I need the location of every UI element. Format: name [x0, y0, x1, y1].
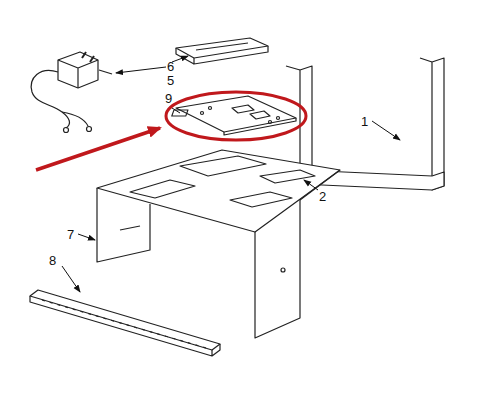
highlight-arrow	[36, 128, 160, 170]
callout-number: 7	[66, 228, 75, 241]
callout-number: 5	[166, 74, 175, 87]
trim-bar	[30, 290, 220, 356]
callout-number: 8	[48, 254, 57, 267]
top-rail	[176, 38, 268, 64]
highlight-ellipse	[166, 92, 306, 140]
callout-number: 1	[360, 115, 369, 128]
leader-lines	[62, 56, 400, 292]
power-cord	[31, 52, 112, 133]
cabinet-shell	[97, 150, 340, 338]
callout-number: 9	[164, 92, 173, 105]
vent-plate	[172, 96, 296, 135]
callout-number: 2	[318, 190, 327, 203]
callout-number: 6	[166, 60, 175, 73]
